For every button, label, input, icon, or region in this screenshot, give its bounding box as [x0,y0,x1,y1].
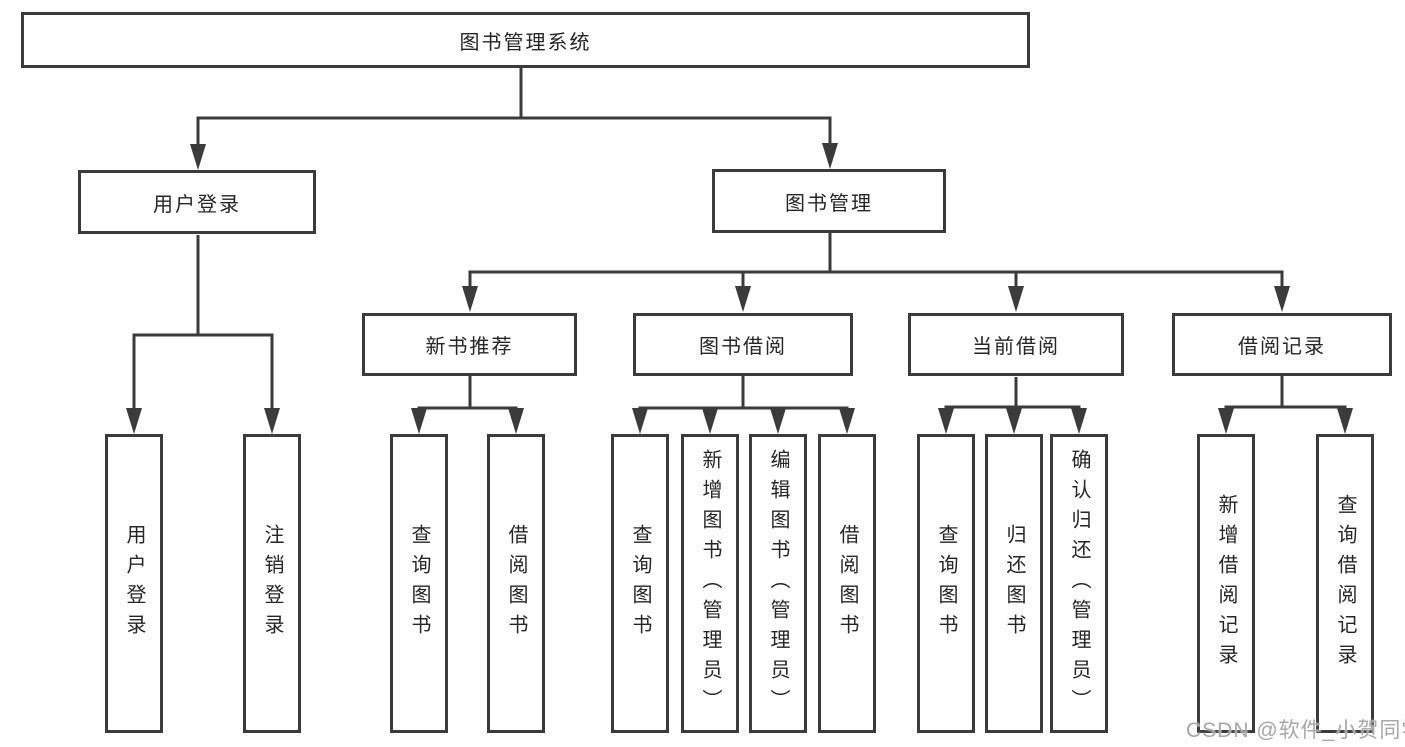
node-leaf-query-borrow-record: 查询借阅记录 [1316,434,1374,733]
node-leaf-edit-books-admin: 编辑图书（管理员） [749,434,807,733]
node-new-book-recommendation: 新书推荐 [362,313,577,376]
node-current-borrowing: 当前借阅 [908,313,1124,376]
node-leaf-confirm-return-admin: 确认归还（管理员） [1050,434,1108,733]
node-leaf-user-login: 用户登录 [105,434,163,733]
node-leaf-query-books-2: 查询图书 [611,434,669,733]
node-leaf-borrow-books-2: 借阅图书 [818,434,876,733]
csdn-watermark: CSDN @软件_小贺同学 [1186,719,1405,742]
node-leaf-add-borrow-record: 新增借阅记录 [1197,434,1255,733]
node-leaf-return-books: 归还图书 [985,434,1043,733]
node-leaf-add-books-admin: 新增图书（管理员） [681,434,739,733]
node-leaf-query-books-1: 查询图书 [390,434,448,733]
node-leaf-logout: 注销登录 [243,434,301,733]
connector-arrowheads [126,143,1353,434]
node-borrow-records: 借阅记录 [1172,313,1392,376]
node-leaf-borrow-books-1: 借阅图书 [487,434,545,733]
node-user-login: 用户登录 [78,170,316,234]
node-book-management: 图书管理 [712,169,946,233]
node-library-management-system: 图书管理系统 [21,12,1030,68]
node-leaf-query-books-3: 查询图书 [917,434,975,733]
node-book-borrowing: 图书借阅 [633,313,853,376]
